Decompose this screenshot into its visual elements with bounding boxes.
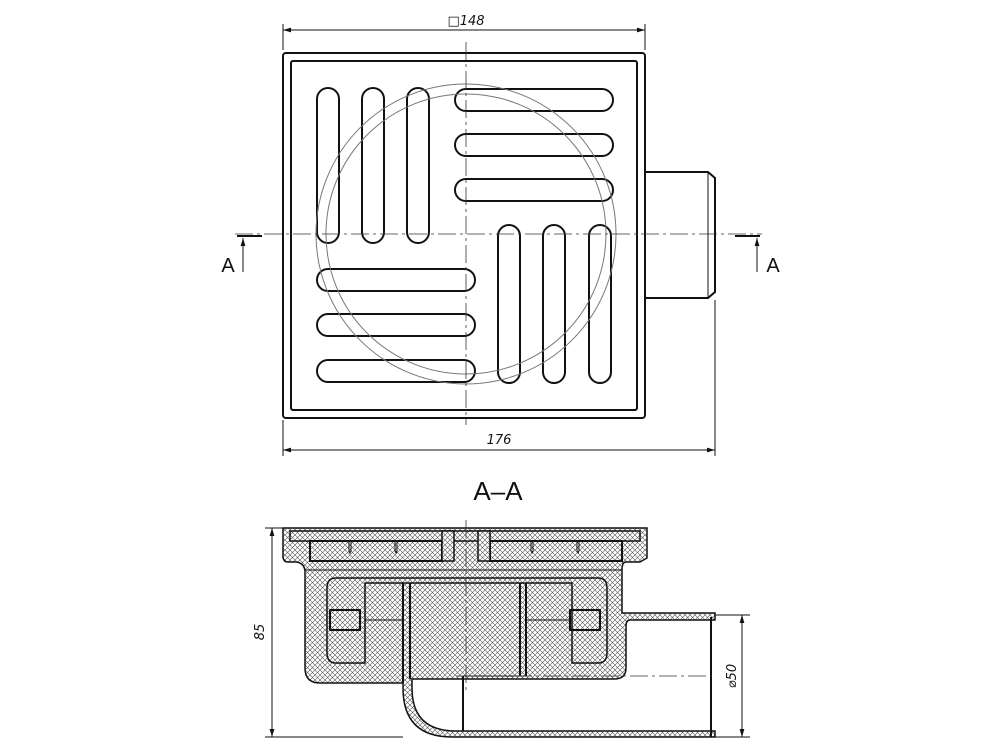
outlet-pipe [645, 171, 716, 299]
grate-ribs [348, 541, 580, 555]
grate-outer-frame [282, 52, 646, 419]
grate-inner-frame [290, 60, 638, 411]
dim-height-label: 85 [253, 624, 268, 641]
grate-section [289, 530, 641, 542]
section-mark-left: A [221, 255, 235, 277]
top-view: □148 176 A A [221, 14, 780, 456]
section-title: A–A [473, 476, 523, 506]
dim-square-label: □148 [447, 14, 484, 29]
section-mark-right: A [766, 255, 780, 277]
siphon-insert [326, 577, 608, 664]
section-view: A–A 85 ⌀5 [253, 476, 750, 738]
dim-pipe-label: ⌀50 [725, 664, 740, 688]
dim-width-label: 176 [487, 433, 512, 448]
grate-slots [316, 87, 614, 384]
vertical-pipe [402, 583, 527, 683]
